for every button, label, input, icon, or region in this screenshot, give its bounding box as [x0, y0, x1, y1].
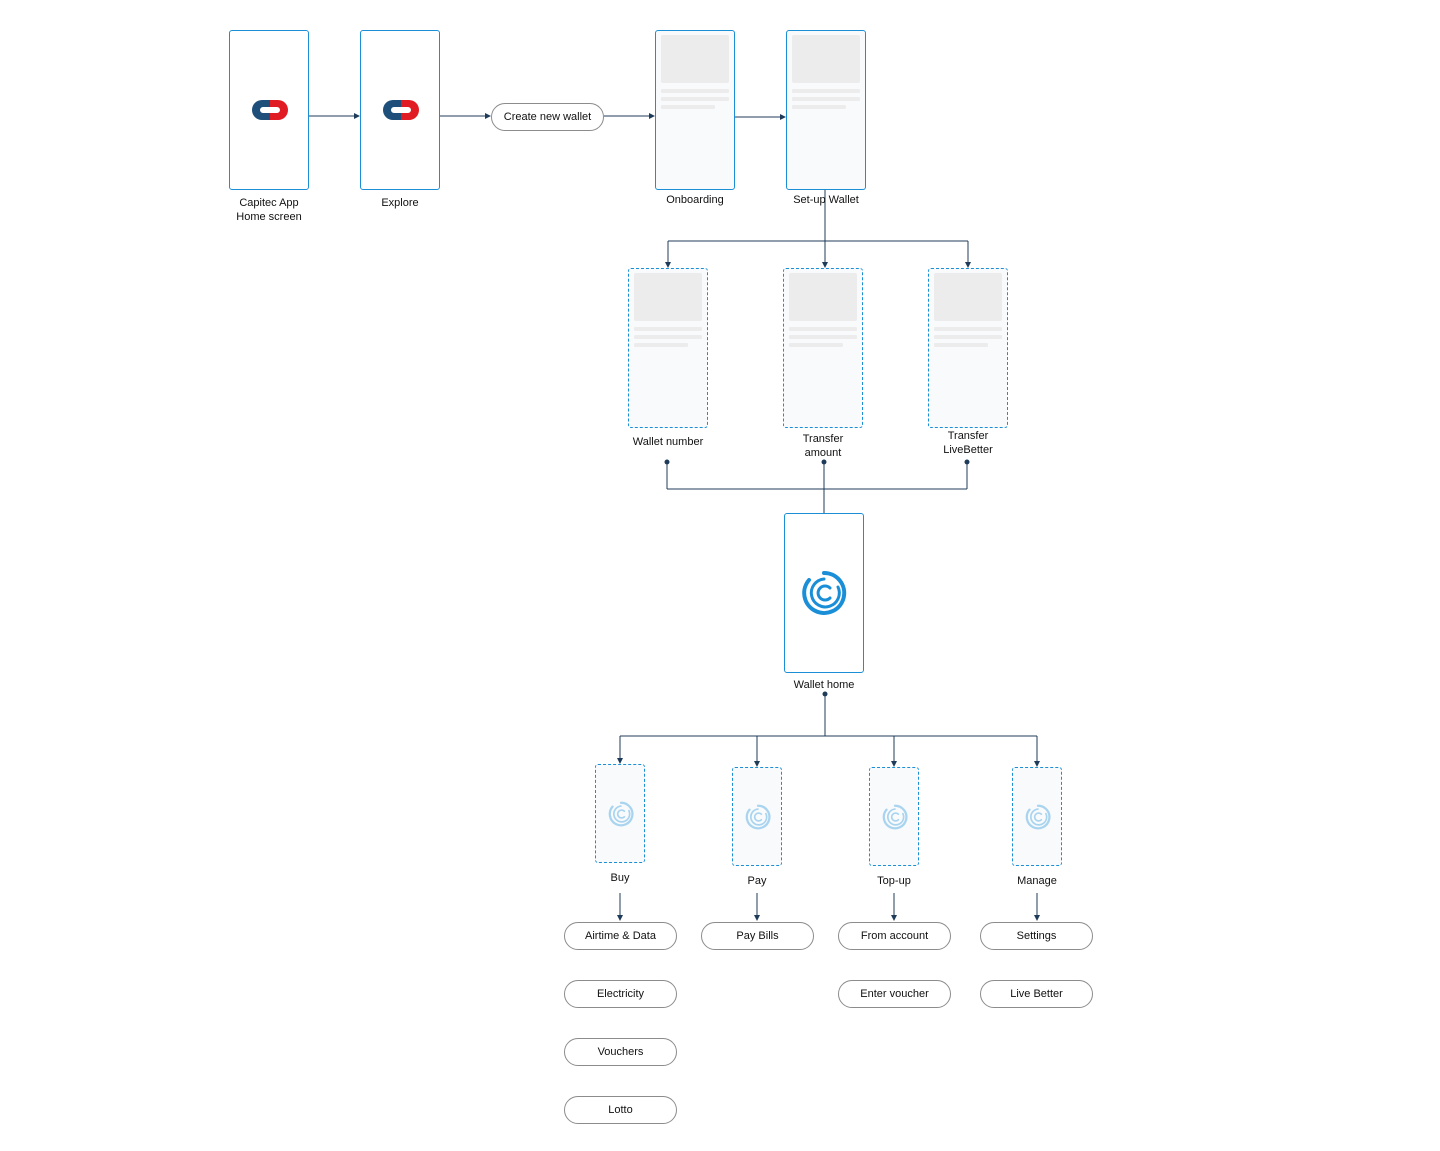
screen-onboarding[interactable]	[655, 30, 735, 190]
label-explore: Explore	[381, 197, 419, 209]
screen-pay[interactable]	[732, 767, 782, 866]
placeholder-image	[661, 35, 729, 83]
capitec-logo-icon	[383, 100, 419, 120]
screen-buy[interactable]	[595, 764, 645, 863]
screen-transfer-amount[interactable]	[783, 268, 863, 428]
airtime-data-button[interactable]: Airtime & Data	[564, 922, 677, 950]
label-transfer-amount: Transfer amount	[802, 433, 844, 459]
placeholder-line	[789, 343, 843, 347]
placeholder-image	[792, 35, 860, 83]
electricity-button[interactable]: Electricity	[564, 980, 677, 1008]
settings-button[interactable]: Settings	[980, 922, 1093, 950]
screen-explore[interactable]	[360, 30, 440, 190]
placeholder-image	[789, 273, 857, 321]
connector-dot	[821, 459, 827, 465]
wallet-c-icon	[608, 801, 634, 827]
from-account-button[interactable]: From account	[838, 922, 951, 950]
placeholder-line	[789, 327, 857, 331]
placeholder-image	[934, 273, 1002, 321]
label-transfer-livebetter: Transfer LiveBetter	[943, 430, 993, 456]
label-onboarding: Onboarding	[666, 194, 724, 206]
placeholder-line	[789, 335, 857, 339]
placeholder-line	[792, 97, 860, 101]
pay-bills-button[interactable]: Pay Bills	[701, 922, 814, 950]
label-wallet-home: Wallet home	[793, 679, 855, 691]
placeholder-line	[792, 105, 846, 109]
screen-transfer-livebetter[interactable]	[928, 268, 1008, 428]
label-buy: Buy	[610, 872, 630, 884]
label-topup: Top-up	[877, 875, 911, 887]
placeholder-line	[661, 89, 729, 93]
label-home: Capitec App Home screen	[236, 197, 302, 223]
label-manage: Manage	[1017, 875, 1057, 887]
placeholder-line	[934, 327, 1002, 331]
placeholder-line	[934, 335, 1002, 339]
screen-manage[interactable]	[1012, 767, 1062, 866]
vouchers-button[interactable]: Vouchers	[564, 1038, 677, 1066]
placeholder-image	[634, 273, 702, 321]
wallet-c-icon	[745, 804, 771, 830]
screen-home[interactable]	[229, 30, 309, 190]
connector-dot	[664, 459, 670, 465]
label-pay: Pay	[747, 875, 767, 887]
connector-dot	[822, 691, 828, 697]
placeholder-line	[634, 335, 702, 339]
enter-voucher-button[interactable]: Enter voucher	[838, 980, 951, 1008]
placeholder-line	[661, 105, 715, 109]
screen-setup-wallet[interactable]	[786, 30, 866, 190]
placeholder-line	[634, 327, 702, 331]
placeholder-line	[661, 97, 729, 101]
wallet-c-icon	[802, 570, 847, 615]
wallet-c-icon	[882, 804, 908, 830]
create-new-wallet-button[interactable]: Create new wallet	[491, 103, 604, 131]
screen-wallet-number[interactable]	[628, 268, 708, 428]
placeholder-line	[792, 89, 860, 93]
wallet-c-icon	[1025, 804, 1051, 830]
label-setup-wallet: Set-up Wallet	[793, 194, 859, 206]
placeholder-line	[634, 343, 688, 347]
placeholder-line	[934, 343, 988, 347]
label-wallet-number: Wallet number	[632, 436, 704, 448]
screen-topup[interactable]	[869, 767, 919, 866]
lotto-button[interactable]: Lotto	[564, 1096, 677, 1124]
screen-wallet-home[interactable]	[784, 513, 864, 673]
connector-dot	[964, 459, 970, 465]
live-better-button[interactable]: Live Better	[980, 980, 1093, 1008]
capitec-logo-icon	[252, 100, 288, 120]
